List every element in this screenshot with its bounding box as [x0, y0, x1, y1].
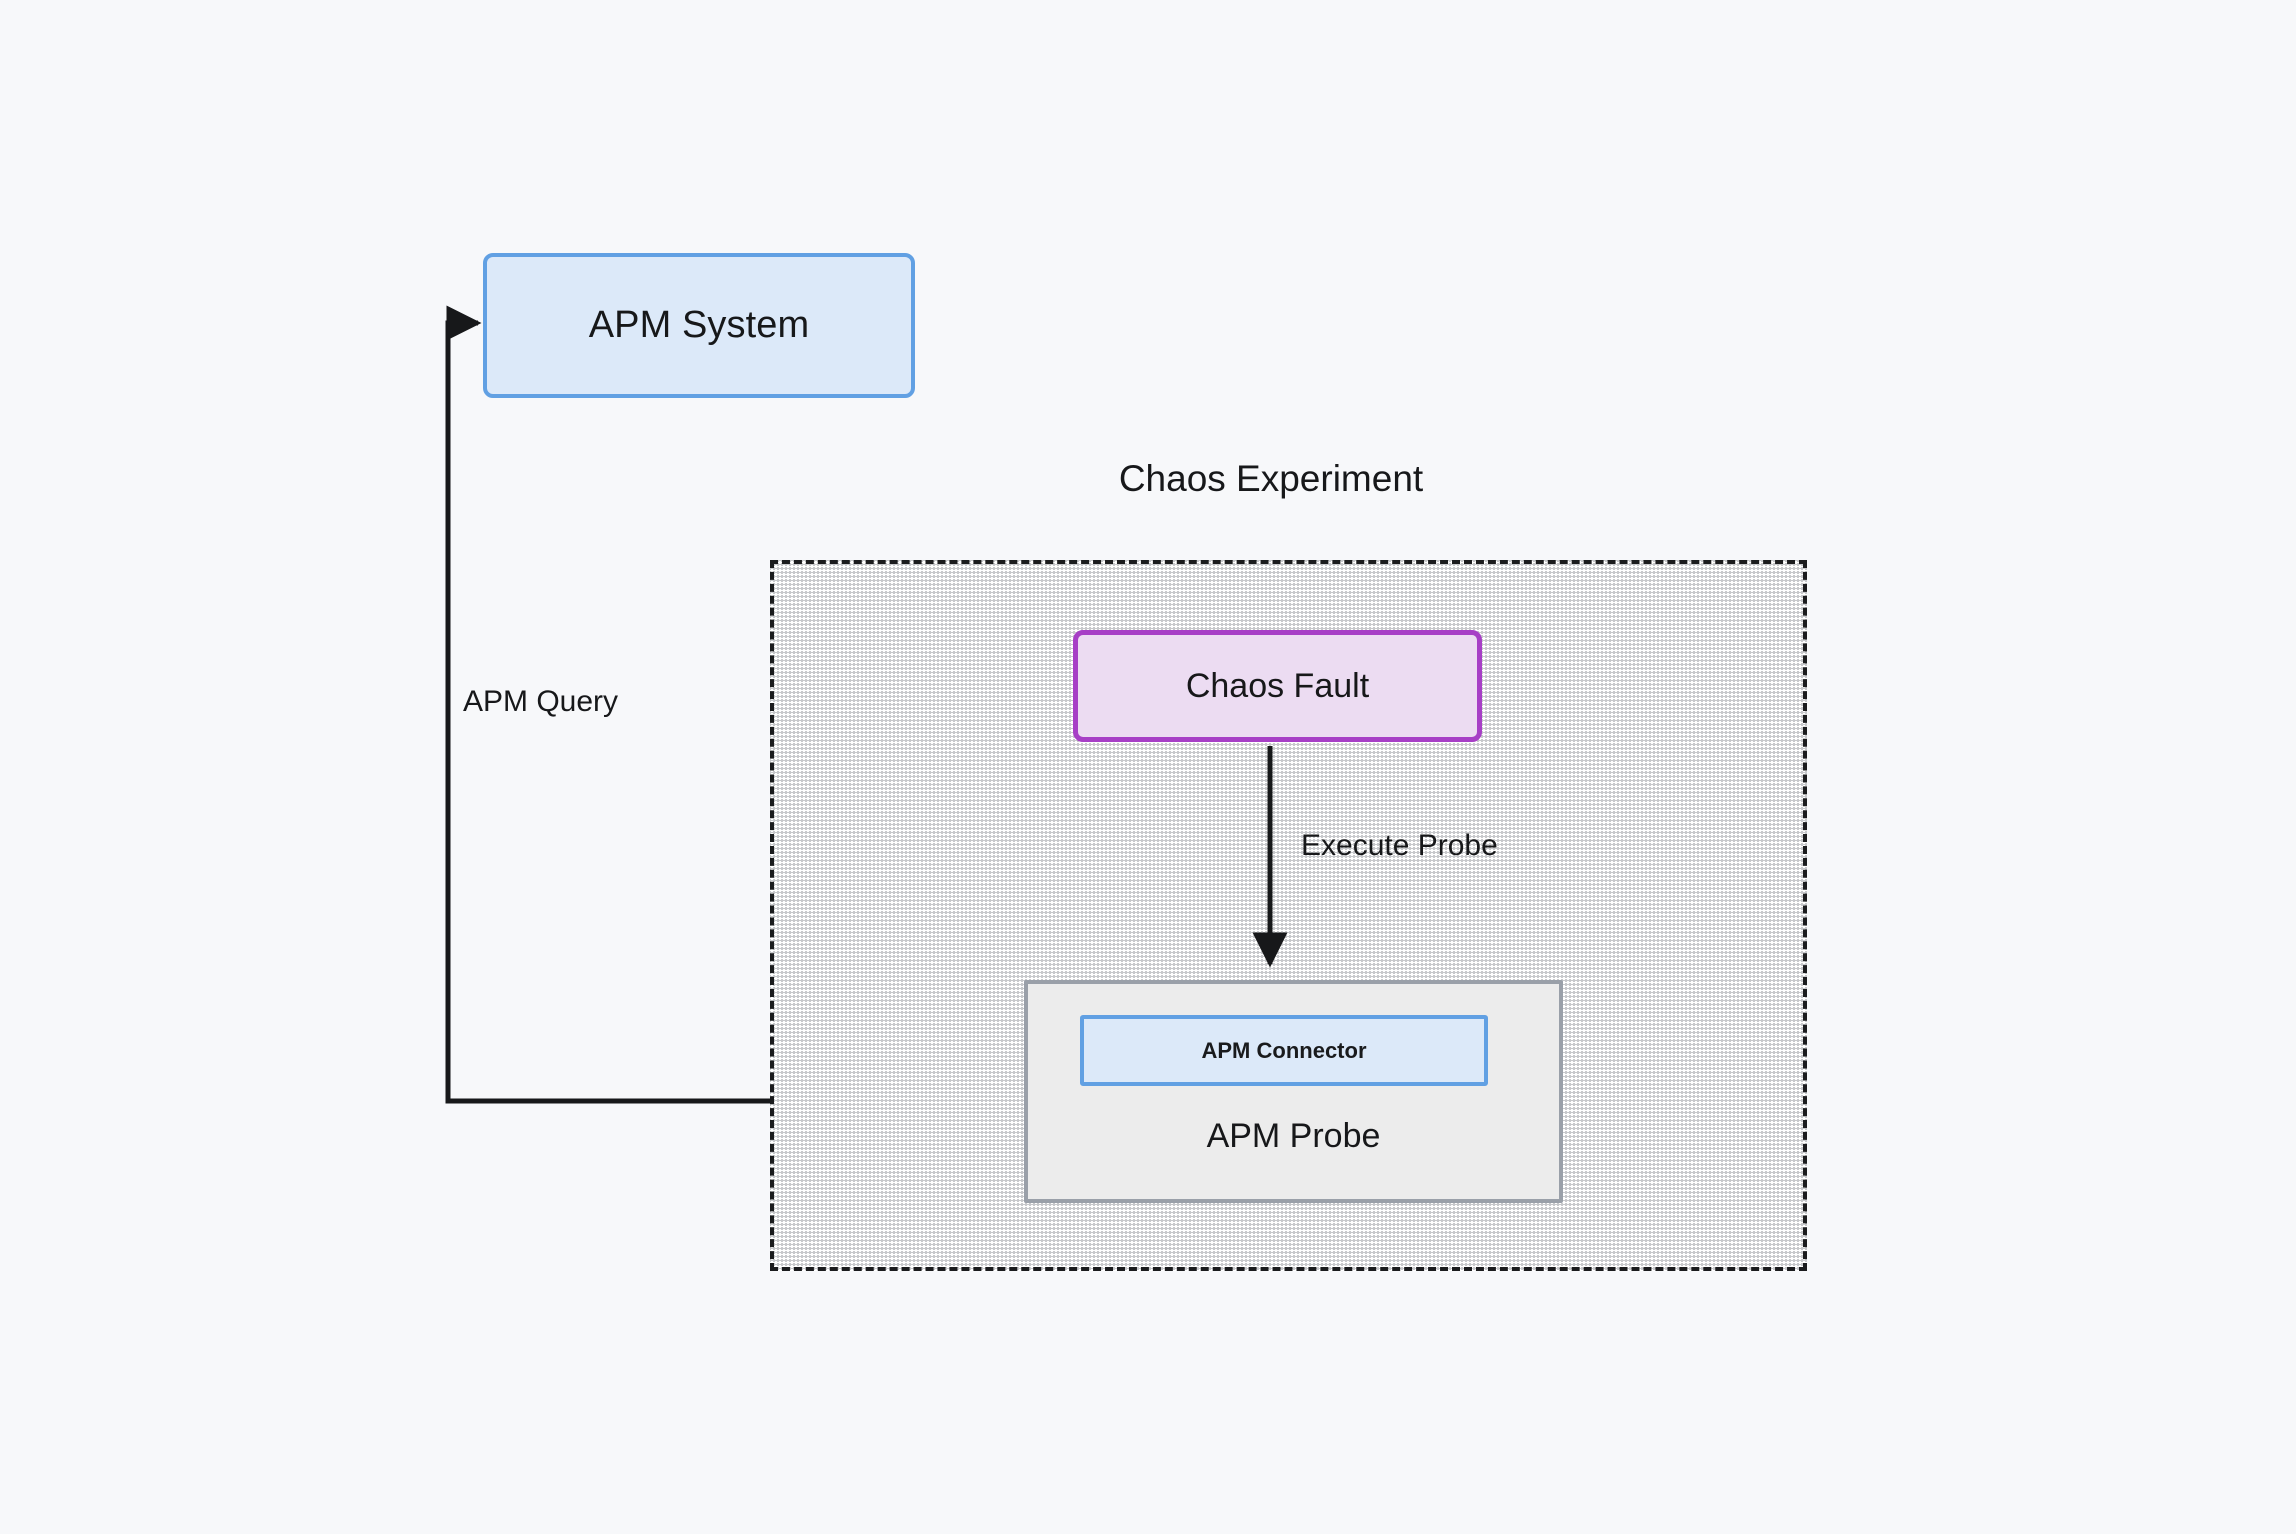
apm-connector-label: APM Connector	[1201, 1037, 1367, 1063]
apm-system-node[interactable]: APM System	[483, 253, 915, 398]
execute-probe-edge-label: Execute Probe	[1301, 829, 1498, 862]
apm-connector-node[interactable]: APM Connector	[1080, 1015, 1488, 1086]
apm-query-edge-label: APM Query	[463, 685, 619, 718]
apm-probe-node[interactable]: APM Probe	[1024, 980, 1563, 1203]
chaos-experiment-title: Chaos Experiment	[1118, 458, 1424, 499]
chaos-fault-node[interactable]: Chaos Fault	[1073, 630, 1482, 742]
apm-system-label: APM System	[588, 304, 810, 346]
chaos-fault-label: Chaos Fault	[1185, 666, 1370, 705]
apm-probe-label: APM Probe	[1206, 1117, 1381, 1155]
execute-probe-edge	[1252, 746, 1288, 968]
